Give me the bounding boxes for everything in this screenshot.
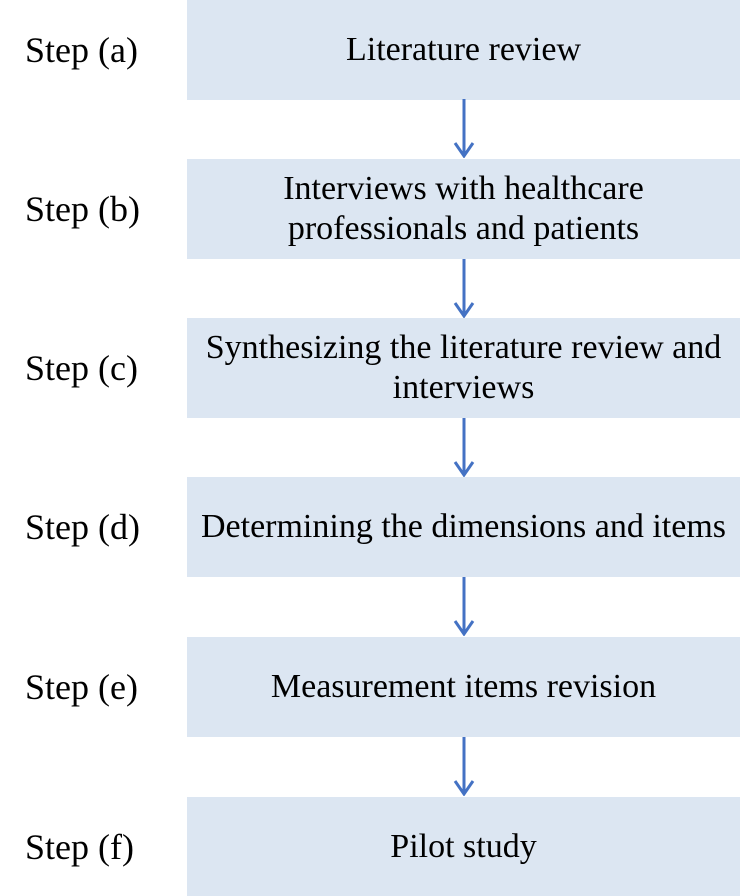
- step-box: Interviews with healthcare professionals…: [187, 159, 740, 259]
- step-c: Step (c) Synthesizing the literature rev…: [0, 318, 750, 418]
- step-box: Pilot study: [187, 797, 740, 896]
- step-box: Measurement items revision: [187, 637, 740, 737]
- step-label: Step (a): [25, 30, 138, 70]
- arrow-down-icon: [453, 259, 475, 318]
- arrow-down-icon: [453, 737, 475, 796]
- step-a: Step (a) Literature review: [0, 0, 750, 100]
- step-f: Step (f) Pilot study: [0, 797, 750, 896]
- arrow-down-icon: [453, 99, 475, 158]
- step-box: Synthesizing the literature review and i…: [187, 318, 740, 418]
- step-e: Step (e) Measurement items revision: [0, 637, 750, 737]
- step-label: Step (b): [25, 189, 140, 229]
- step-box: Determining the dimensions and items: [187, 477, 740, 577]
- arrow-down-icon: [453, 577, 475, 636]
- step-label: Step (d): [25, 507, 140, 547]
- step-label: Step (c): [25, 348, 138, 388]
- arrow-down-icon: [453, 418, 475, 477]
- step-d: Step (d) Determining the dimensions and …: [0, 477, 750, 577]
- step-label: Step (f): [25, 827, 134, 867]
- step-label: Step (e): [25, 667, 138, 707]
- step-box: Literature review: [187, 0, 740, 100]
- step-b: Step (b) Interviews with healthcare prof…: [0, 159, 750, 259]
